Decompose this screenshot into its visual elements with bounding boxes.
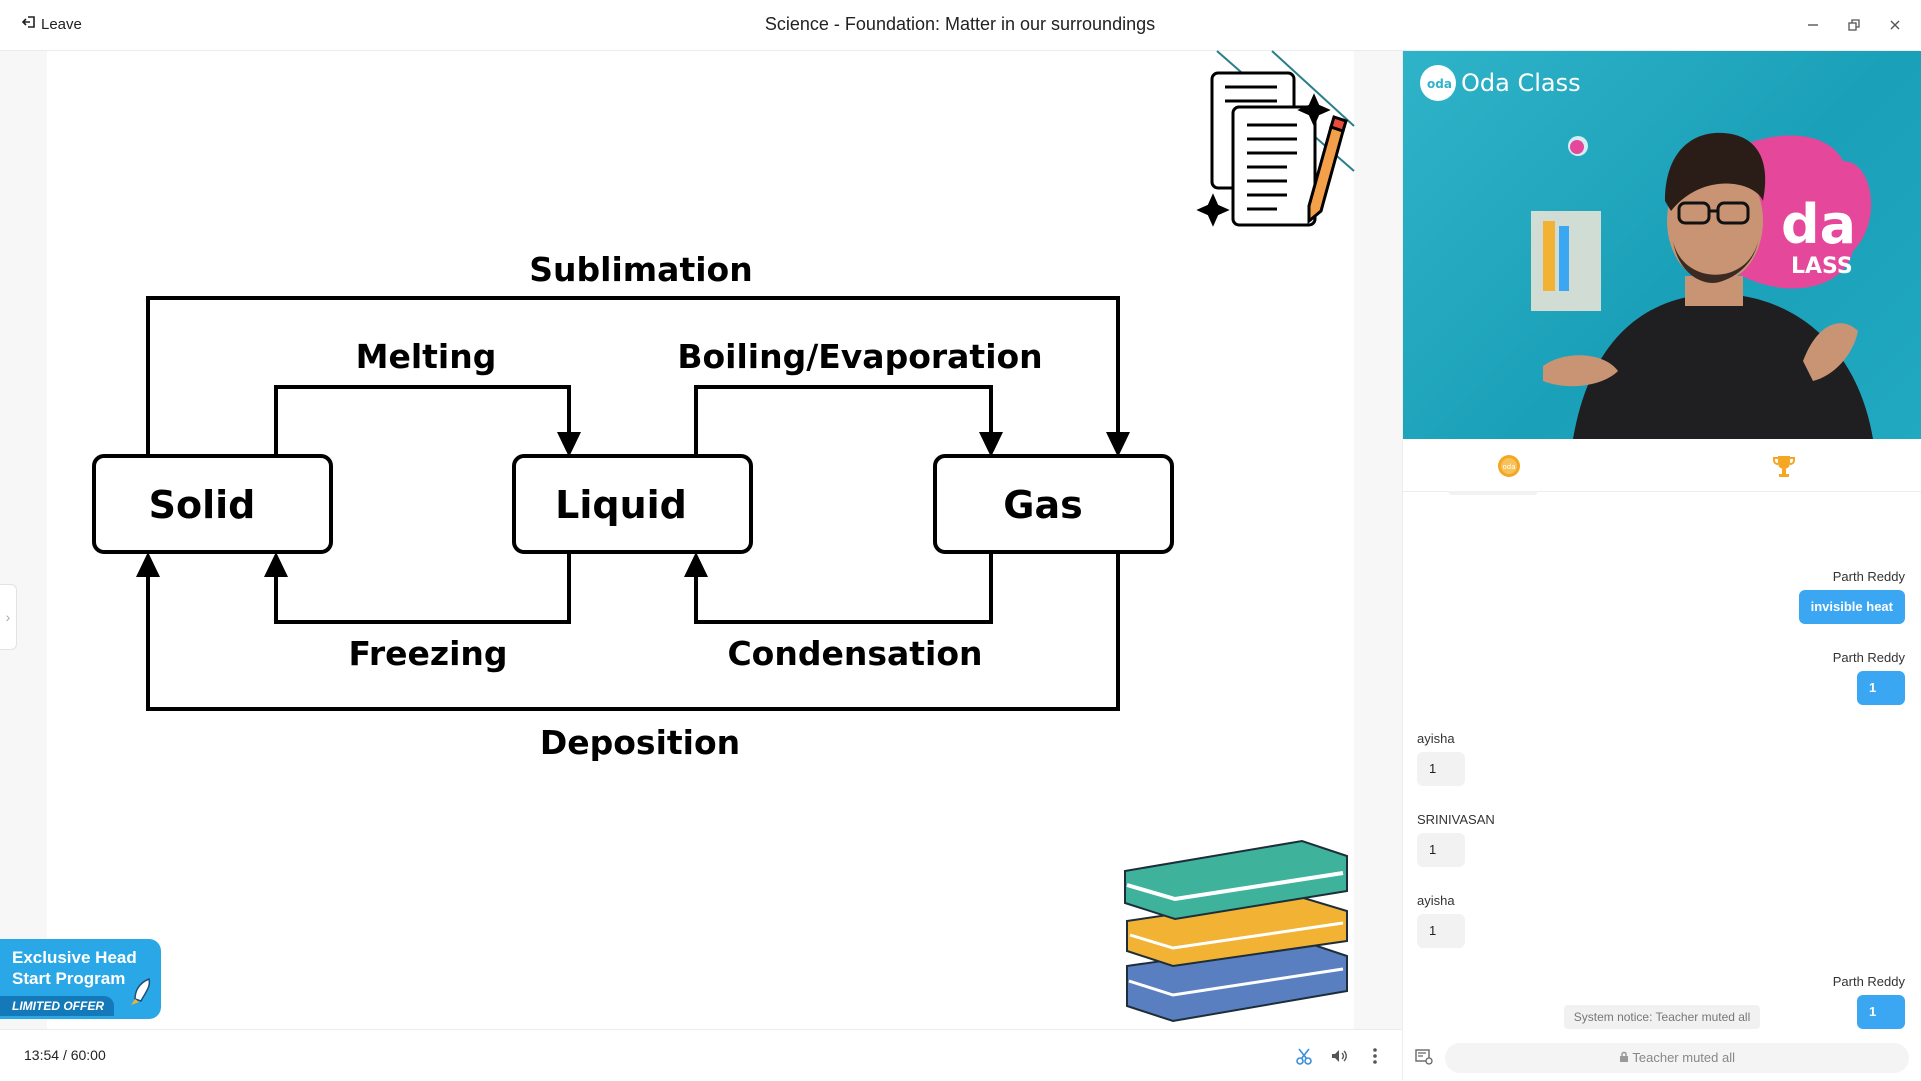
system-notice-text: System notice: Teacher muted all bbox=[1563, 1005, 1761, 1029]
label-deposition: Deposition bbox=[540, 723, 740, 762]
arrow-condensation bbox=[684, 552, 708, 577]
panel-tabs: oda bbox=[1403, 439, 1921, 492]
arrow-freezing bbox=[264, 552, 288, 577]
arrow-deposition bbox=[136, 552, 160, 577]
label-condensation: Condensation bbox=[727, 634, 982, 673]
trophy-icon bbox=[1773, 456, 1795, 477]
backdrop-brand-text: da bbox=[1781, 193, 1856, 256]
tab-coins[interactable]: oda bbox=[1496, 453, 1522, 479]
restore-icon bbox=[1848, 19, 1860, 31]
scissors-button[interactable] bbox=[1292, 1044, 1316, 1068]
system-notice: System notice: Teacher muted all bbox=[1403, 1005, 1921, 1029]
liquid-box bbox=[512, 454, 753, 554]
chat-message: SRINIVASAN 1 bbox=[1417, 812, 1905, 867]
volume-button[interactable] bbox=[1327, 1044, 1351, 1068]
side-panel-toggle[interactable]: › bbox=[0, 584, 17, 650]
states-of-matter-diagram: Solid Liquid Gas Sublimation Melting Boi… bbox=[92, 50, 1355, 1023]
sender-name: ayisha bbox=[1417, 731, 1455, 746]
chat-settings-icon bbox=[1415, 1049, 1433, 1065]
chat-input-bar: Teacher muted all bbox=[1403, 1037, 1921, 1080]
restore-button[interactable] bbox=[1843, 14, 1865, 36]
sender-name: ayisha bbox=[1417, 893, 1455, 908]
previous-message-edge bbox=[1448, 491, 1538, 495]
minimize-icon bbox=[1808, 24, 1818, 26]
svg-text:oda: oda bbox=[1502, 463, 1515, 471]
chat-message: Parth Reddy 1 bbox=[1417, 650, 1905, 705]
chat-message: ayisha 1 bbox=[1417, 893, 1905, 948]
presentation-stage: Solid Liquid Gas Sublimation Melting Boi… bbox=[0, 50, 1402, 1029]
svg-text:oda: oda bbox=[1427, 77, 1452, 91]
video-brand-label: Oda Class bbox=[1461, 69, 1581, 97]
lock-icon bbox=[1619, 1051, 1628, 1062]
chat-settings-button[interactable] bbox=[1415, 1049, 1435, 1067]
books-stack-icon bbox=[1124, 839, 1348, 1023]
gas-box bbox=[933, 454, 1174, 554]
total-time: / 60:00 bbox=[62, 1047, 106, 1063]
playback-bar: 13:54 / 60:00 bbox=[0, 1029, 1402, 1081]
label-sublimation: Sublimation bbox=[529, 250, 752, 289]
arrow-melting bbox=[557, 432, 581, 457]
promo-banner[interactable]: Exclusive Head Start Program LIMITED OFF… bbox=[0, 939, 161, 1019]
sender-name: Parth Reddy bbox=[1832, 650, 1905, 665]
message-bubble: 1 bbox=[1417, 752, 1465, 786]
tab-leaderboard[interactable] bbox=[1771, 453, 1797, 479]
close-icon bbox=[1890, 20, 1900, 30]
chevron-right-icon: › bbox=[5, 609, 11, 625]
close-button[interactable] bbox=[1884, 14, 1906, 36]
chat-input-placeholder: Teacher muted all bbox=[1632, 1050, 1735, 1065]
elapsed-time: 13:54 bbox=[24, 1047, 60, 1063]
promo-title: Exclusive Head Start Program bbox=[12, 948, 137, 988]
chat-message: ayisha 1 bbox=[1417, 731, 1905, 786]
window-title: Science - Foundation: Matter in our surr… bbox=[764, 14, 1156, 34]
scissors-icon bbox=[1296, 1048, 1312, 1065]
sender-name: Parth Reddy bbox=[1832, 569, 1905, 584]
chat-input-disabled: Teacher muted all bbox=[1445, 1043, 1909, 1073]
teacher-video-frame: da LASS oda Oda Class bbox=[1420, 65, 1873, 439]
more-options-button[interactable] bbox=[1363, 1044, 1387, 1068]
more-vertical-icon bbox=[1373, 1048, 1377, 1064]
message-bubble: 1 bbox=[1857, 671, 1905, 705]
rocket-icon bbox=[129, 977, 155, 1013]
slide-canvas: Solid Liquid Gas Sublimation Melting Boi… bbox=[47, 50, 1355, 1029]
message-bubble: 1 bbox=[1857, 995, 1905, 1029]
node-gas: Gas bbox=[1003, 483, 1082, 527]
oda-logo-icon bbox=[1420, 65, 1456, 101]
node-liquid: Liquid bbox=[555, 483, 687, 527]
message-bubble: 1 bbox=[1417, 914, 1465, 948]
message-bubble: 1 bbox=[1417, 833, 1465, 867]
minimize-button[interactable] bbox=[1802, 14, 1824, 36]
label-melting: Melting bbox=[356, 337, 497, 376]
node-solid: Solid bbox=[149, 483, 256, 527]
arrow-sublimation bbox=[1106, 432, 1130, 457]
sender-name: Parth Reddy bbox=[1832, 974, 1905, 989]
label-freezing: Freezing bbox=[348, 634, 507, 673]
leave-label: Leave bbox=[41, 15, 82, 33]
volume-icon bbox=[1332, 1050, 1347, 1062]
coin-icon: oda bbox=[1498, 455, 1520, 477]
teacher-video: da LASS oda Oda Class bbox=[1403, 51, 1921, 439]
documents-pencil-icon bbox=[1196, 50, 1355, 227]
backdrop-brand-text-2: LASS bbox=[1791, 254, 1853, 279]
chat-list[interactable]: Parth Reddy invisible heat Parth Reddy 1… bbox=[1403, 491, 1921, 1029]
solid-box bbox=[92, 454, 333, 554]
arrow-boiling bbox=[979, 432, 1003, 457]
sender-name: SRINIVASAN bbox=[1417, 812, 1495, 827]
label-boiling: Boiling/Evaporation bbox=[677, 337, 1042, 376]
title-bar: Leave Science - Foundation: Matter in ou… bbox=[0, 0, 1920, 51]
class-timer: 13:54 / 60:00 bbox=[24, 1047, 106, 1063]
message-bubble: invisible heat bbox=[1798, 590, 1905, 624]
leave-button[interactable]: Leave bbox=[21, 15, 82, 33]
chat-message: Parth Reddy invisible heat bbox=[1417, 569, 1905, 624]
chat-message: Parth Reddy 1 bbox=[1417, 974, 1905, 1029]
right-panel: da LASS oda Oda Class oda bbox=[1402, 51, 1921, 1080]
promo-badge: LIMITED OFFER bbox=[0, 996, 114, 1016]
leave-icon bbox=[21, 15, 36, 33]
